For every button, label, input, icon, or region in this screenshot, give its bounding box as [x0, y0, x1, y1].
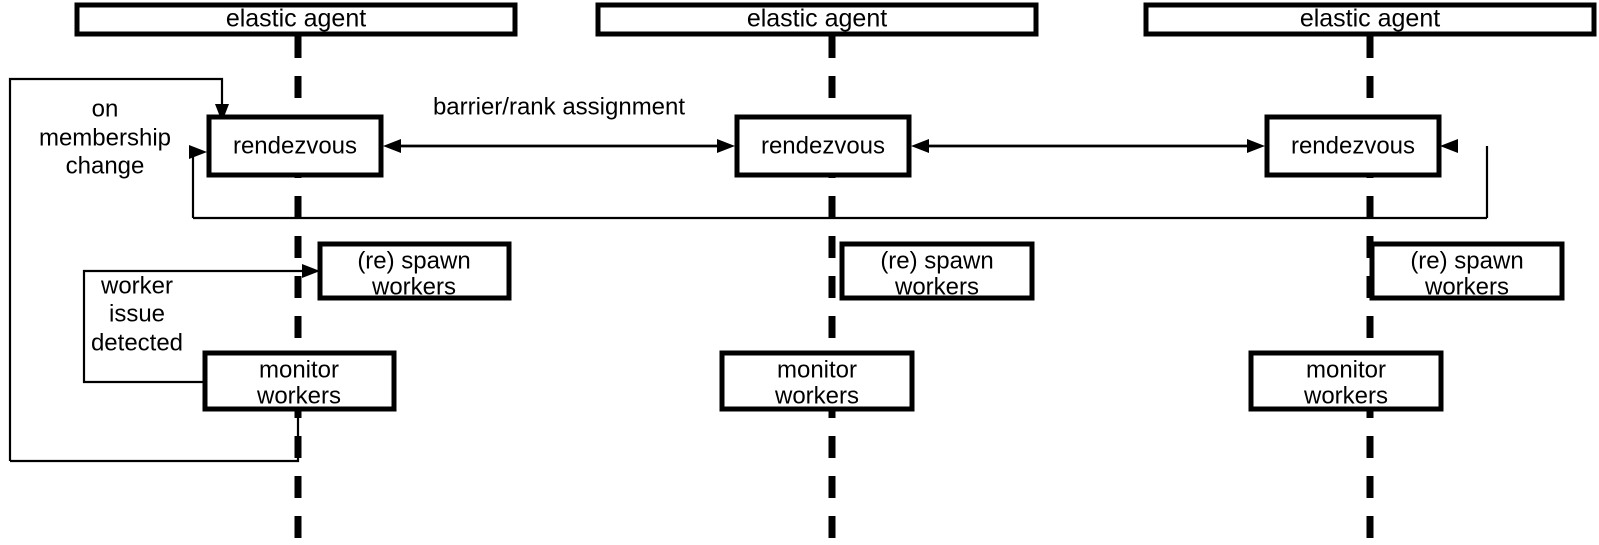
agent-1-header-label: elastic agent [226, 5, 366, 33]
agent-2-header-box[interactable] [595, 2, 1039, 37]
agent-3-spawn-label-line2: workers [1424, 273, 1509, 300]
agent-3-spawn-workers-box[interactable] [1369, 241, 1565, 301]
worker-issue-label-line2: issue [109, 300, 165, 327]
agent-3-header-label: elastic agent [1300, 5, 1440, 33]
rendezvous-reentry-arrowhead-agent-1 [189, 145, 207, 159]
barrier-arrowhead-right-1-2 [717, 139, 735, 153]
rendezvous-reentry-arrowhead-agent-3 [1440, 139, 1458, 153]
agent-3-monitor-label-line2: workers [1303, 382, 1388, 409]
agent-1-rendezvous-box[interactable] [206, 114, 384, 178]
agent-1-header-box[interactable] [74, 2, 518, 37]
barrier-rank-assignment-label: barrier/rank assignment [433, 93, 685, 120]
worker-issue-label-line1: worker [100, 272, 173, 299]
agent-2-spawn-label-line1: (re) spawn [880, 247, 993, 274]
barrier-arrowhead-left-2-3 [911, 139, 929, 153]
agent-3-spawn-label-line1: (re) spawn [1410, 247, 1523, 274]
agent-2-spawn-workers-box[interactable] [839, 241, 1035, 301]
agent-3-header-box[interactable] [1143, 2, 1597, 37]
agent-2-monitor-label-line1: monitor [777, 356, 857, 383]
agent-2-monitor-label-line2: workers [774, 382, 859, 409]
agent-2-spawn-label-line2: workers [894, 273, 979, 300]
worker-issue-detected-path [82, 269, 307, 384]
agent-3-rendezvous-label: rendezvous [1291, 132, 1415, 159]
worker-issue-label-line3: detected [91, 329, 183, 356]
agent-1-spawn-workers-box[interactable] [317, 241, 512, 301]
membership-change-arrowhead [215, 104, 229, 122]
monitor-to-membership-return-path [10, 409, 300, 463]
agent-1-monitor-label-line1: monitor [259, 356, 339, 383]
membership-change-loop-path [8, 77, 224, 461]
agent-1-monitor-workers-box[interactable] [202, 350, 397, 412]
agent-3-monitor-workers-box[interactable] [1248, 350, 1444, 412]
agent-1-spawn-label-line2: workers [371, 273, 456, 300]
agent-2-rendezvous-label: rendezvous [761, 132, 885, 159]
membership-change-label-line2: membership [39, 124, 171, 151]
barrier-arrowhead-left-1-2 [383, 139, 401, 153]
worker-issue-arrowhead [302, 264, 320, 278]
agent-2-monitor-workers-box[interactable] [719, 350, 915, 412]
agent-2-header-label: elastic agent [747, 5, 887, 33]
membership-change-label-line1: on [92, 95, 119, 122]
agent-2-rendezvous-box[interactable] [734, 114, 912, 178]
barrier-arrowhead-right-2-3 [1247, 139, 1265, 153]
agent-1-monitor-label-line2: workers [256, 382, 341, 409]
agent-1-rendezvous-label: rendezvous [233, 132, 357, 159]
agent-1-spawn-label-line1: (re) spawn [357, 247, 470, 274]
agent-3-monitor-label-line1: monitor [1306, 356, 1386, 383]
membership-change-label-line3: change [66, 152, 145, 179]
agent-3-rendezvous-box[interactable] [1264, 114, 1442, 178]
